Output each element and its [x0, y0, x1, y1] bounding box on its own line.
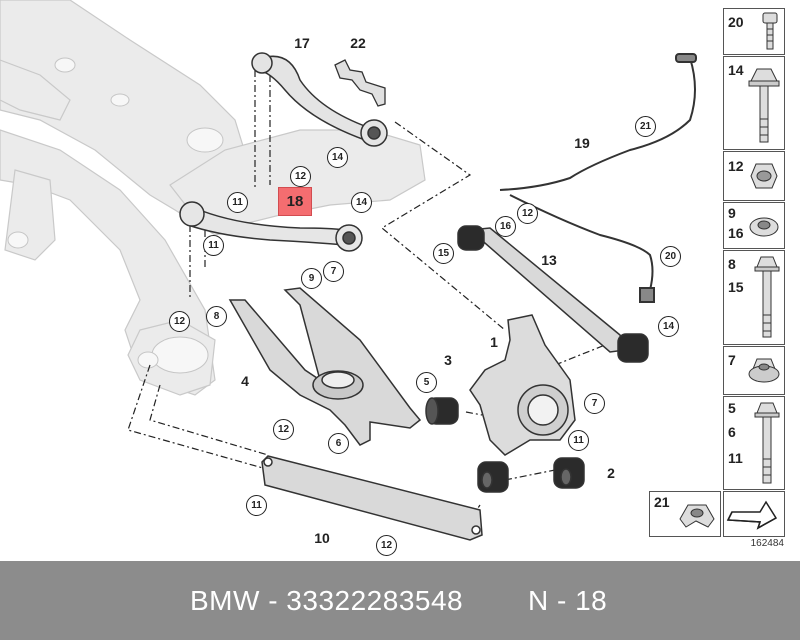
bushings-2: [477, 457, 585, 493]
callout-21[interactable]: 21: [635, 116, 656, 137]
callout-7[interactable]: 7: [323, 261, 344, 282]
flange-nut-icon: [748, 358, 780, 383]
fastener-label: 20: [728, 14, 744, 30]
fastener-label: 8: [728, 256, 736, 272]
callout-1[interactable]: 1: [490, 334, 498, 350]
callout-5[interactable]: 5: [416, 372, 437, 393]
callout-7[interactable]: 7: [584, 393, 605, 414]
fastener-box-12[interactable]: 12: [723, 151, 785, 201]
callout-11[interactable]: 11: [203, 235, 224, 256]
fastener-label: 9: [728, 205, 736, 221]
callout-10[interactable]: 10: [314, 530, 330, 546]
callout-11[interactable]: 11: [568, 430, 589, 451]
cap-screw-icon: [762, 12, 778, 50]
callout-12[interactable]: 12: [273, 419, 294, 440]
part-number-label: BMW - 33322283548: [190, 585, 464, 616]
flange-bolt-icon: [748, 68, 780, 143]
hex-bolt-icon: [754, 402, 780, 484]
fastener-label: 14: [728, 62, 744, 78]
callout-14[interactable]: 14: [327, 147, 348, 168]
bushing-3: [425, 397, 459, 425]
drawing-number: 162484: [750, 538, 784, 549]
wishbone-4: [228, 287, 422, 446]
control-arm-18: [179, 201, 363, 252]
callout-17[interactable]: 17: [294, 35, 310, 51]
fastener-label: 12: [728, 158, 744, 174]
fastener-label: 5: [728, 400, 736, 416]
callout-12[interactable]: 12: [517, 203, 538, 224]
callout-12[interactable]: 12: [376, 535, 397, 556]
arrow-box: [723, 491, 785, 537]
callout-11[interactable]: 11: [227, 192, 248, 213]
fastener-box-5-6-11[interactable]: 5 6 11: [723, 396, 785, 490]
fastener-box-14[interactable]: 14: [723, 56, 785, 150]
callout-14[interactable]: 14: [658, 316, 679, 337]
wheel-carrier-1: [469, 314, 576, 456]
callout-12[interactable]: 12: [169, 311, 190, 332]
subframe-details: [7, 57, 224, 374]
callout-2[interactable]: 2: [607, 465, 615, 481]
leader-lines: [127, 70, 606, 521]
fastener-label: 11: [728, 450, 743, 466]
upper-arm-17: [251, 52, 388, 147]
callout-16[interactable]: 16: [495, 216, 516, 237]
callout-6[interactable]: 6: [328, 433, 349, 454]
callout-9[interactable]: 9: [301, 268, 322, 289]
callout-15[interactable]: 15: [433, 243, 454, 264]
long-bolt-icon: [754, 256, 780, 338]
callout-11[interactable]: 11: [246, 495, 267, 516]
clip-label: 21: [654, 494, 670, 510]
clip-box-21[interactable]: 21: [649, 491, 721, 537]
fastener-box-7[interactable]: 7: [723, 346, 785, 395]
callout-19[interactable]: 19: [574, 135, 590, 151]
highlighted-part-18[interactable]: 18: [278, 187, 312, 216]
callout-22[interactable]: 22: [350, 35, 366, 51]
control-arm-13: [457, 225, 649, 363]
bracket-22: [334, 59, 386, 107]
fastener-box-20[interactable]: 20: [723, 8, 785, 55]
callout-4[interactable]: 4: [241, 373, 249, 389]
callout-20[interactable]: 20: [660, 246, 681, 267]
fastener-label: 15: [728, 279, 744, 295]
fastener-box-9-16[interactable]: 9 16: [723, 202, 785, 249]
clip-icon: [679, 504, 715, 528]
callout-12[interactable]: 12: [290, 166, 311, 187]
fastener-label: 16: [728, 225, 744, 241]
callout-14[interactable]: 14: [351, 192, 372, 213]
callout-3[interactable]: 3: [444, 352, 452, 368]
hex-nut-icon: [750, 163, 778, 189]
callout-8[interactable]: 8: [206, 306, 227, 327]
fastener-label: 6: [728, 424, 736, 440]
position-label: N - 18: [528, 585, 608, 616]
fastener-label: 7: [728, 352, 736, 368]
arrow-icon: [726, 500, 778, 530]
link-10: [261, 455, 483, 541]
fastener-box-8-15[interactable]: 8 15: [723, 250, 785, 345]
washer-icon: [749, 217, 779, 237]
sensor-cable-19: [499, 53, 697, 303]
callout-13[interactable]: 13: [541, 252, 557, 268]
part-footer: BMW - 33322283548 N - 18: [0, 561, 800, 640]
